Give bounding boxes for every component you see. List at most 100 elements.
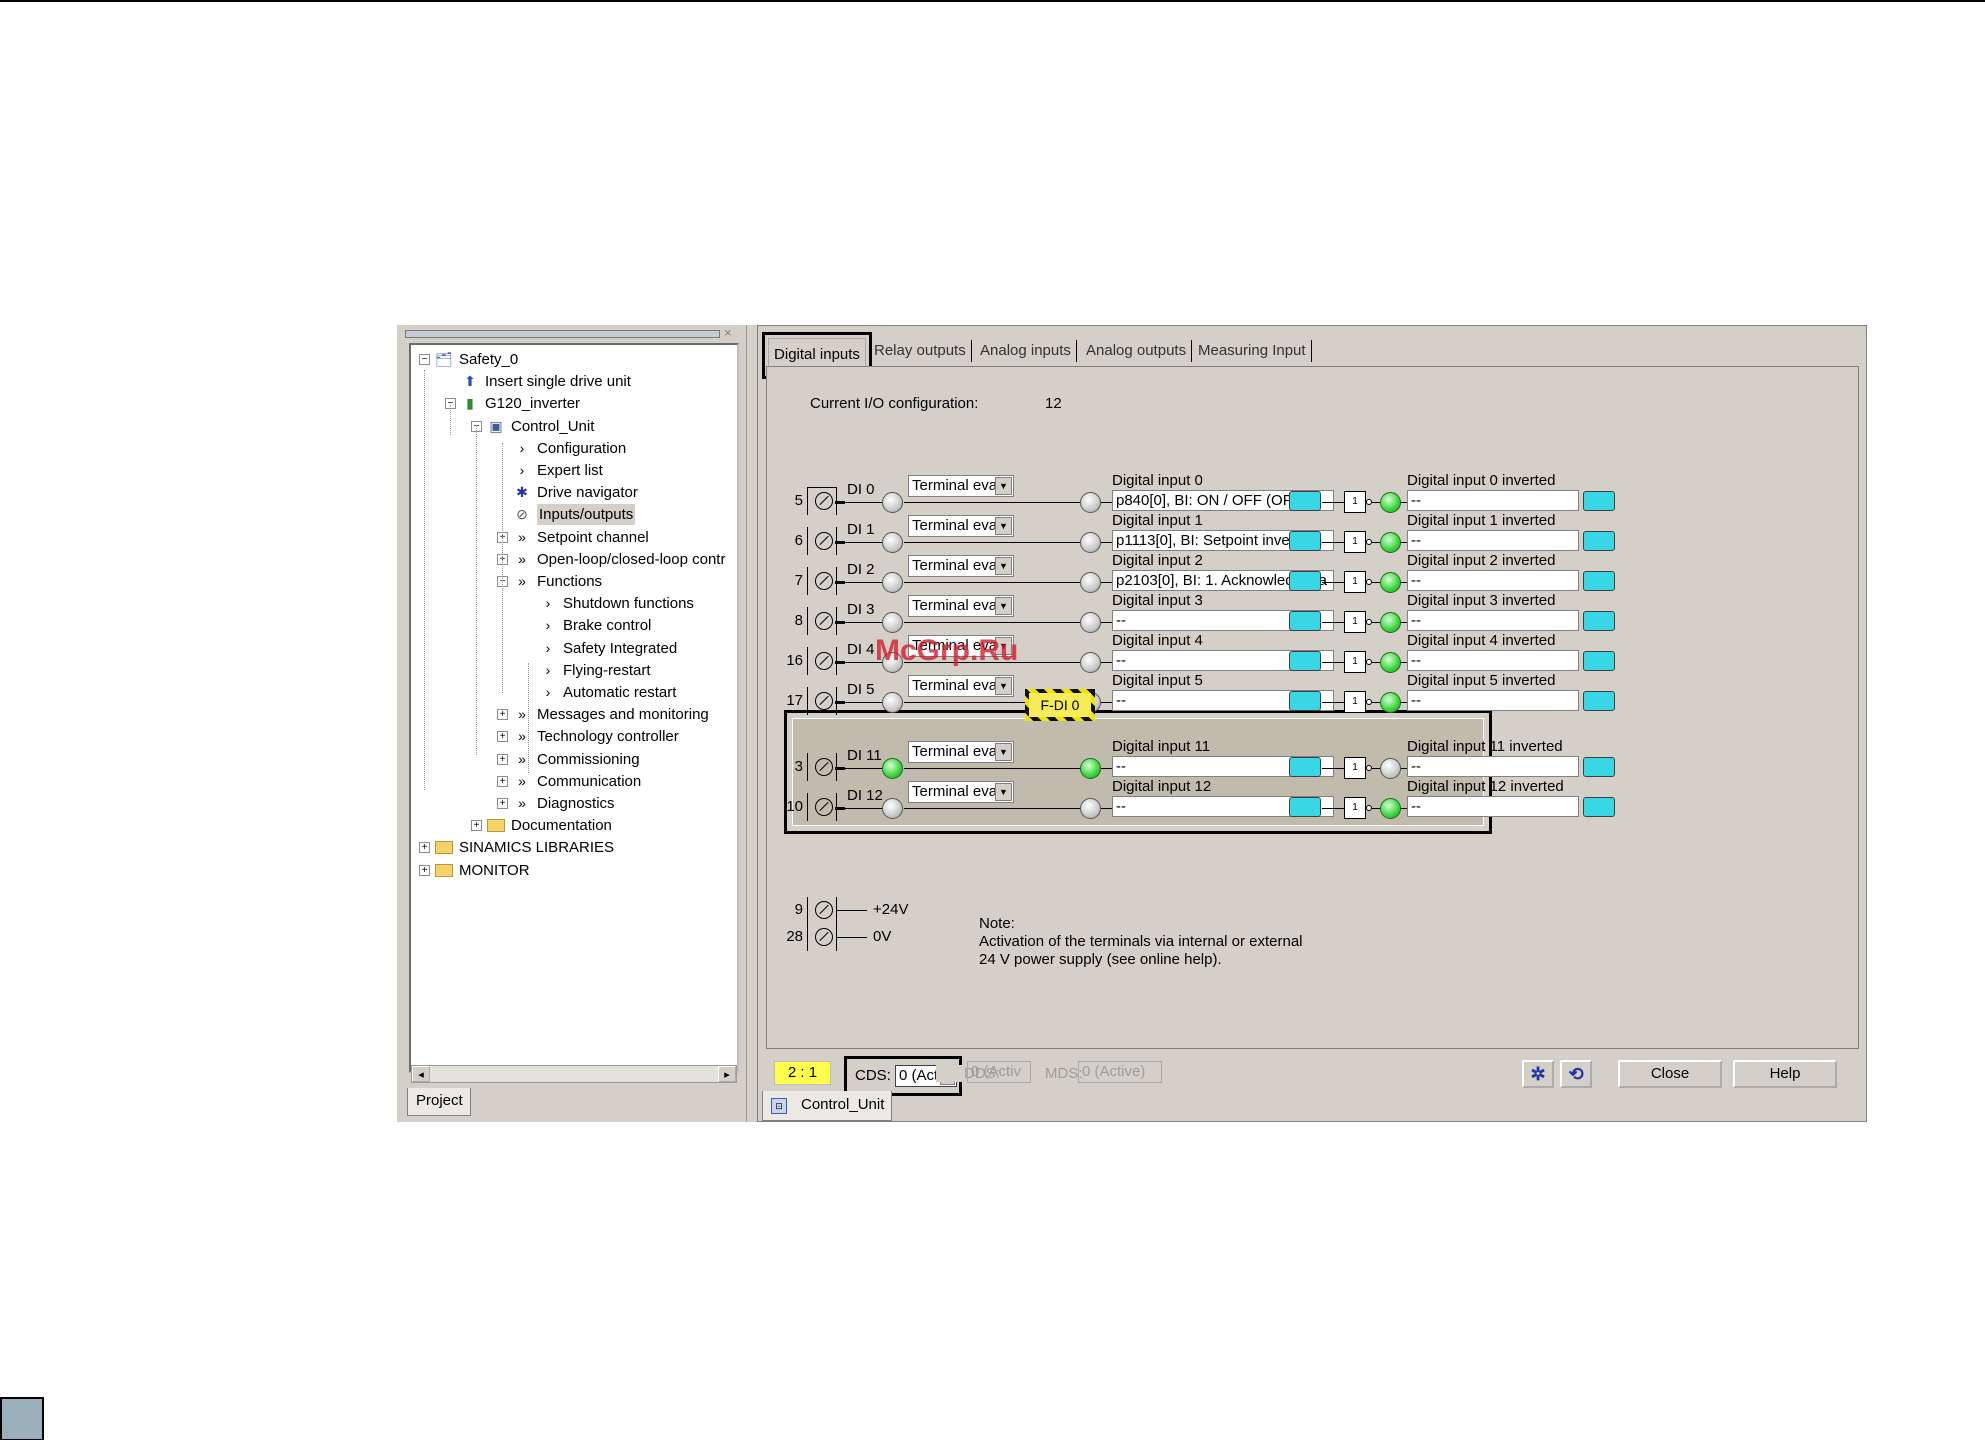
- connector-button[interactable]: [1289, 691, 1321, 711]
- starter-window: × −🗂Safety_0⬆Insert single drive unit−▮G…: [397, 325, 1867, 1122]
- refresh-icon[interactable]: ⟲: [1560, 1060, 1592, 1088]
- connector-button[interactable]: [1289, 651, 1321, 671]
- connector-button[interactable]: [1583, 757, 1615, 777]
- connector-button[interactable]: [1289, 611, 1321, 631]
- double-chevron-icon: »: [518, 528, 526, 545]
- connector-button[interactable]: [1583, 491, 1615, 511]
- terminal-eval-select[interactable]: Terminal eval.▼: [908, 555, 1014, 577]
- chevron-down-icon[interactable]: ▼: [995, 597, 1012, 615]
- terminal-eval-select[interactable]: Terminal eval.▼: [908, 781, 1014, 803]
- terminal-eval-select[interactable]: Terminal eval.▼: [908, 741, 1014, 763]
- double-chevron-icon: »: [518, 772, 526, 789]
- inverted-state-led: [1380, 532, 1401, 553]
- dds-select[interactable]: 0 (Activ: [967, 1061, 1031, 1083]
- digital-input-field[interactable]: p840[0], BI: ON / OFF (OFF1): [1112, 490, 1334, 511]
- inverted-input-field[interactable]: --: [1407, 796, 1579, 817]
- connector-button[interactable]: [1583, 531, 1615, 551]
- expand-icon[interactable]: +: [497, 775, 508, 787]
- chevron-down-icon[interactable]: ▼: [995, 637, 1012, 655]
- tree-node-label: Setpoint channel: [537, 528, 649, 546]
- tab-project[interactable]: Project: [407, 1088, 471, 1116]
- scroll-left-icon[interactable]: ◂: [412, 1066, 430, 1082]
- io-config-label: Current I/O configuration:: [810, 395, 979, 412]
- chevron-down-icon[interactable]: ▼: [995, 783, 1012, 801]
- terminal-eval-value: Terminal eval.: [912, 597, 1005, 614]
- terminal-eval-select[interactable]: Terminal eval.▼: [908, 635, 1014, 657]
- terminal-eval-select[interactable]: Terminal eval.▼: [908, 515, 1014, 537]
- signal-line: [837, 808, 892, 809]
- digital-input-label: Digital input 4: [1112, 632, 1203, 649]
- inverted-input-field[interactable]: --: [1407, 570, 1579, 591]
- chevron-down-icon[interactable]: ▼: [995, 477, 1012, 495]
- terminal-eval-value: Terminal eval.: [912, 743, 1005, 760]
- tree-node-label: Commissioning: [537, 750, 640, 768]
- tab-relay-outputs[interactable]: Relay outputs: [869, 340, 972, 362]
- terminal-block: [807, 897, 837, 924]
- inverted-input-field[interactable]: --: [1407, 530, 1579, 551]
- connector-button[interactable]: [1583, 691, 1615, 711]
- inverted-input-field[interactable]: --: [1407, 610, 1579, 631]
- terminal-eval-select[interactable]: Terminal eval.▼: [908, 595, 1014, 617]
- digital-input-field[interactable]: p2103[0], BI: 1. Acknowledge fa: [1112, 570, 1334, 591]
- inverted-input-field[interactable]: --: [1407, 490, 1579, 511]
- terminal-screw-icon: [815, 572, 833, 590]
- tree-connector: [528, 663, 529, 773]
- folder-icon: [435, 841, 453, 855]
- expand-icon[interactable]: +: [497, 798, 508, 809]
- pane-close-icon[interactable]: ×: [724, 325, 732, 340]
- signal-line: [904, 502, 1092, 503]
- connector-button[interactable]: [1583, 797, 1615, 817]
- chevron-down-icon[interactable]: ▼: [995, 557, 1012, 575]
- signal-line: [1101, 662, 1113, 663]
- connector-button[interactable]: [1289, 531, 1321, 551]
- double-chevron-icon: »: [518, 728, 526, 745]
- connector-button[interactable]: [1289, 491, 1321, 511]
- digital-input-field[interactable]: --: [1112, 796, 1334, 817]
- terminal-eval-select[interactable]: Terminal eval.▼: [908, 475, 1014, 497]
- chevron-down-icon[interactable]: ▼: [995, 677, 1012, 695]
- digital-input-field[interactable]: p1113[0], BI: Setpoint inversion: [1112, 530, 1334, 551]
- folder-icon: [487, 819, 505, 833]
- tab-measuring-input[interactable]: Measuring Input: [1193, 340, 1312, 362]
- expand-icon[interactable]: +: [471, 820, 482, 832]
- inverted-input-field[interactable]: --: [1407, 690, 1579, 711]
- tree-hscrollbar[interactable]: ◂ ▸: [411, 1065, 737, 1083]
- chevron-down-icon[interactable]: ▼: [995, 517, 1012, 535]
- close-button[interactable]: Close: [1618, 1060, 1722, 1088]
- pane-titlebar[interactable]: [405, 330, 720, 338]
- settings-icon[interactable]: ✲: [1522, 1060, 1554, 1088]
- terminal-stub: [835, 501, 845, 504]
- connector-button[interactable]: [1289, 571, 1321, 591]
- inverted-input-label: Digital input 4 inverted: [1407, 632, 1556, 649]
- tab-control-unit[interactable]: ⊡ Control_Unit: [762, 1091, 892, 1121]
- expand-icon[interactable]: +: [497, 753, 508, 765]
- digital-input-field[interactable]: --: [1112, 690, 1334, 711]
- expand-icon[interactable]: +: [419, 842, 430, 854]
- collapse-icon[interactable]: −: [419, 354, 430, 365]
- scroll-right-icon[interactable]: ▸: [718, 1066, 736, 1082]
- mds-select[interactable]: 0 (Active): [1078, 1061, 1162, 1083]
- digital-input-field[interactable]: --: [1112, 610, 1334, 631]
- inverted-input-field[interactable]: --: [1407, 756, 1579, 777]
- expand-icon[interactable]: +: [497, 731, 508, 743]
- signal-line: [1401, 702, 1409, 703]
- digital-input-field[interactable]: --: [1112, 650, 1334, 671]
- project-tree[interactable]: −🗂Safety_0⬆Insert single drive unit−▮G12…: [409, 343, 739, 1073]
- chevron-down-icon[interactable]: ▼: [995, 743, 1012, 761]
- terminal-stub: [835, 621, 845, 624]
- digital-input-field[interactable]: --: [1112, 756, 1334, 777]
- insert-drive-icon: ⬆: [464, 373, 476, 390]
- connector-button[interactable]: [1583, 611, 1615, 631]
- help-button[interactable]: Help: [1733, 1060, 1837, 1088]
- inverted-input-field[interactable]: --: [1407, 650, 1579, 671]
- connector-button[interactable]: [1583, 571, 1615, 591]
- tab-analog-outputs[interactable]: Analog outputs: [1081, 340, 1193, 362]
- connector-button[interactable]: [1289, 757, 1321, 777]
- terminal-eval-value: Terminal eval.: [912, 477, 1005, 494]
- connector-button[interactable]: [1583, 651, 1615, 671]
- expand-icon[interactable]: +: [419, 864, 430, 876]
- terminal-eval-select[interactable]: Terminal eval.▼: [908, 675, 1014, 697]
- tab-analog-inputs[interactable]: Analog inputs: [975, 340, 1077, 362]
- connector-button[interactable]: [1289, 797, 1321, 817]
- expand-icon[interactable]: +: [497, 709, 508, 721]
